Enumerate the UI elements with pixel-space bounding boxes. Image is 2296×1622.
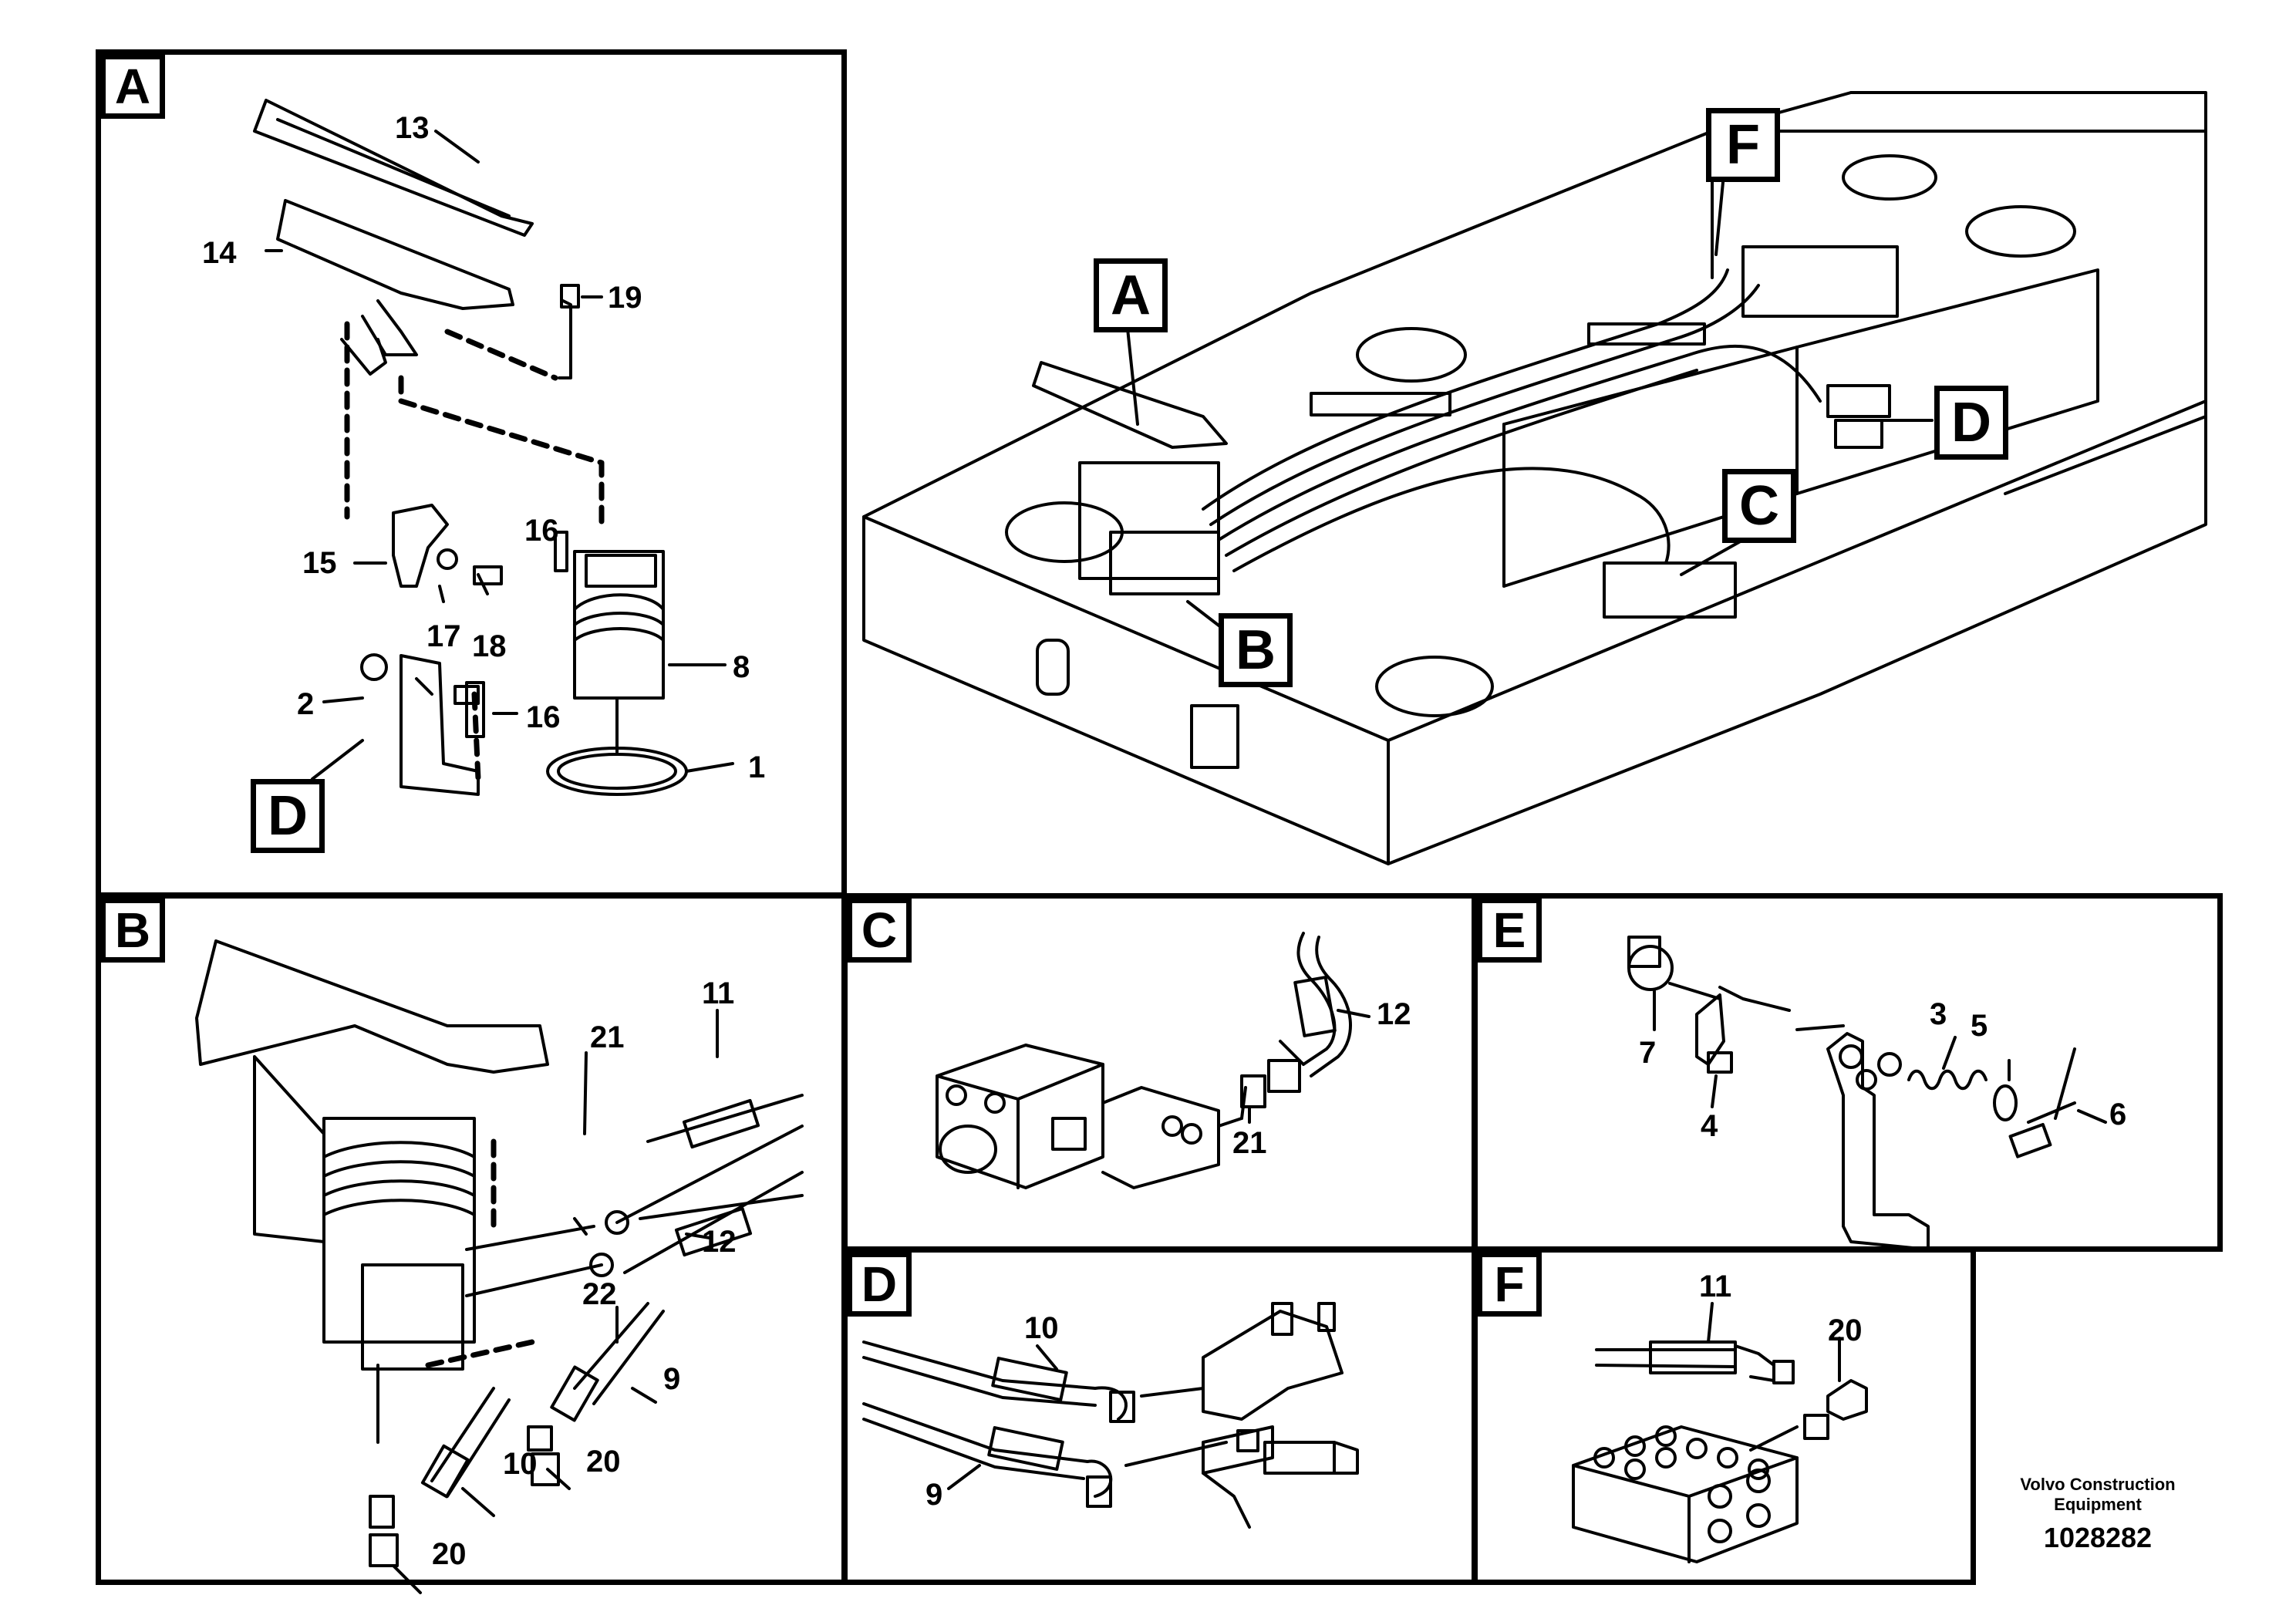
callout-21: 21 [590,1020,625,1054]
panel-e-tag: E [1477,898,1542,963]
panel-d-art [862,1302,1359,1529]
callout-17: 17 [426,619,461,653]
callout-16: 16 [524,514,559,548]
callout-20: 20 [586,1445,621,1479]
overview-callout-f: F [1706,108,1780,182]
credit-block: Volvo Construction Equipment 1028282 [1982,1475,2213,1555]
callout-18: 18 [472,629,507,663]
callout-14: 14 [202,236,237,270]
panel-a-callout-d: D [251,779,325,853]
callout-11: 11 [1699,1270,1732,1303]
panel-d [842,1247,1477,1585]
panel-c-tag: C [847,898,912,963]
callout-6: 6 [2109,1098,2127,1131]
callout-21: 21 [1232,1126,1267,1160]
callout-7: 7 [1639,1036,1657,1070]
callout-13: 13 [395,111,430,145]
callout-20: 20 [1828,1313,1863,1347]
panel-e-art [1627,936,2076,1251]
callout-20: 20 [432,1537,467,1571]
overview-callout-d: D [1934,386,2008,460]
callout-5: 5 [1971,1009,1988,1043]
callout-16: 16 [526,700,561,734]
panel-b-tag: B [100,898,165,963]
overview-callout-b: B [1219,613,1293,687]
panel-e [1472,893,2223,1252]
callout-12: 12 [702,1225,737,1259]
panel-a [96,49,847,898]
callout-22: 22 [582,1277,617,1311]
panel-b [96,893,847,1585]
panel-f-art [1572,1340,1868,1563]
overview-hoses [1032,245,1899,619]
callout-3: 3 [1930,997,1947,1031]
callout-15: 15 [302,546,337,580]
callout-10: 10 [1024,1311,1059,1345]
callout-9: 9 [663,1362,681,1396]
overview-frame [862,91,2207,865]
panel-b-art [195,939,804,1567]
callout-11: 11 [702,976,735,1010]
document-number: 1028282 [2043,1522,2153,1553]
callout-12: 12 [1377,997,1411,1031]
callout-19: 19 [608,281,642,315]
credit-company-line2: Equipment [2054,1495,2142,1514]
overview-callout-a: A [1094,258,1168,332]
callout-8: 8 [733,650,750,684]
callout-10: 10 [503,1447,538,1481]
overview-callout-c: C [1722,469,1796,543]
panel-d-tag: D [847,1252,912,1317]
callout-1: 1 [748,750,766,784]
panel-a-tag: A [100,54,165,119]
panel-f [1472,1247,1976,1585]
panel-f-tag: F [1477,1252,1542,1317]
credit-company: Volvo Construction [2020,1475,2176,1494]
callout-2: 2 [297,687,315,721]
callout-4: 4 [1701,1109,1718,1143]
panel-c-art [936,932,1352,1189]
panel-a-art [253,99,688,796]
callout-9: 9 [925,1478,943,1512]
